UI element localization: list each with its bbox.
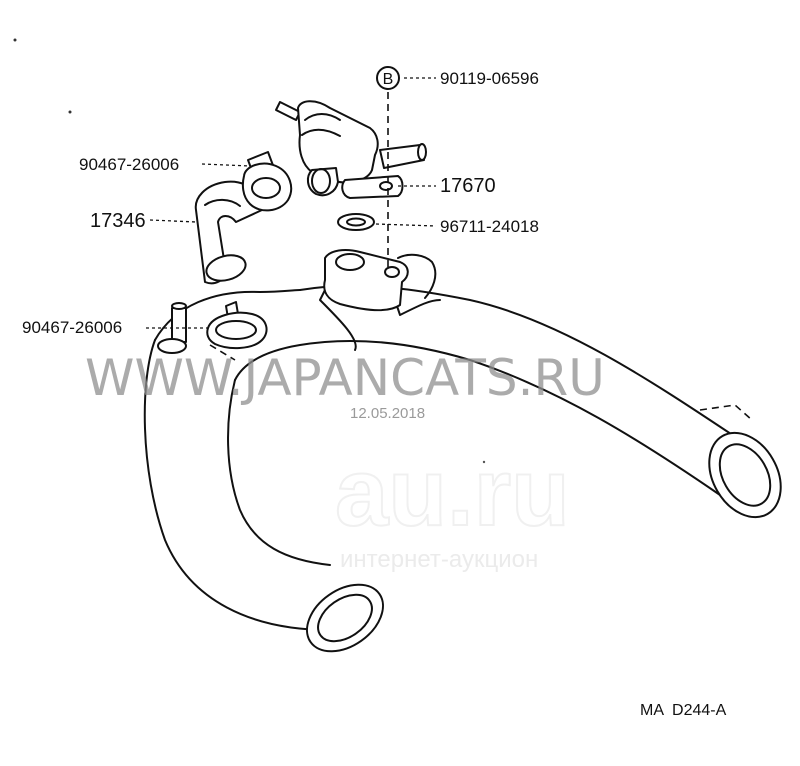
bolt-callout-circle	[376, 66, 400, 90]
valve-assembly	[275, 100, 427, 199]
watermark-brand: au.ru	[335, 439, 570, 546]
label-hose-clamp-lower-number: 90467-26006	[22, 318, 122, 337]
scan-speck	[13, 38, 17, 42]
watermark-url: WWW.JAPANCATS.RU	[85, 349, 605, 407]
leader-hose-clamp-upper	[201, 163, 251, 167]
watermark-subtitle: интернет-аукцион	[340, 546, 538, 573]
hose	[194, 180, 263, 285]
scan-speck	[68, 110, 72, 114]
leader-hose	[149, 219, 197, 223]
label-hose-clamp-upper-number: 90467-26006	[79, 155, 179, 174]
scan-speck	[482, 460, 486, 464]
label-hose-number: 17346	[90, 210, 146, 232]
intake-pipe	[143, 249, 782, 653]
watermark-date: 12.05.2018	[350, 405, 425, 422]
gasket	[337, 213, 375, 231]
label-gasket-number: 96711-24018	[440, 217, 539, 236]
diagram-reference-code: MA D244-A	[640, 702, 727, 719]
leader-gasket	[375, 223, 437, 227]
hose-clamp-lower	[206, 301, 268, 350]
bolt-callout-letter: B	[383, 71, 394, 88]
label-valve-number: 17670	[440, 175, 496, 197]
hose-clamp-upper	[241, 151, 293, 212]
label-bolt-number: 90119-06596	[440, 69, 539, 88]
